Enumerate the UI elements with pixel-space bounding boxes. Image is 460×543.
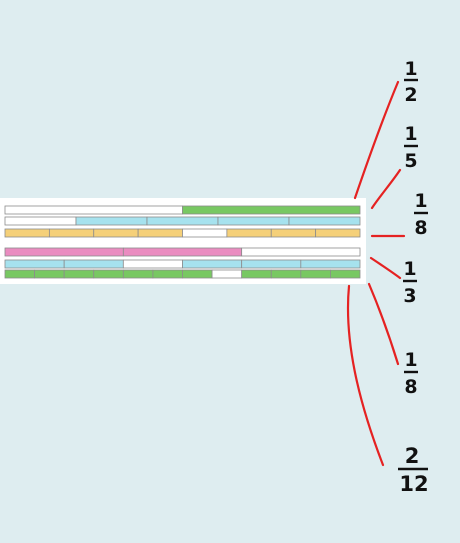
connector-line xyxy=(367,282,400,366)
fraction-denominator: 12 xyxy=(399,472,428,496)
fraction-strip xyxy=(4,247,361,257)
fraction-label-6: 2 12 xyxy=(398,444,429,496)
fraction-numerator: 1 xyxy=(404,123,417,145)
strip-segment-filled xyxy=(93,228,139,238)
strip-segment-empty xyxy=(4,205,183,215)
strip-segment-filled xyxy=(152,269,183,279)
strip-segment-filled xyxy=(226,228,272,238)
fraction-strip xyxy=(4,205,361,215)
fraction-label-2: 1 5 xyxy=(404,123,418,172)
strip-segment-empty xyxy=(122,259,183,269)
fraction-label-5: 1 8 xyxy=(404,349,418,398)
strip-segment-filled xyxy=(241,269,272,279)
fraction-strip xyxy=(4,216,361,226)
strip-segment-filled xyxy=(270,228,317,238)
strip-segment-filled xyxy=(63,259,124,269)
strip-segment-empty xyxy=(182,228,228,238)
strip-segment-empty xyxy=(211,269,243,279)
fraction-numerator: 1 xyxy=(414,190,427,212)
strip-segment-filled xyxy=(217,216,290,226)
strip-segment-filled xyxy=(63,269,95,279)
strip-segment-filled xyxy=(75,216,148,226)
fraction-denominator: 2 xyxy=(404,84,417,106)
fraction-numerator: 1 xyxy=(403,258,416,280)
strip-segment-filled xyxy=(288,216,361,226)
fraction-label-3: 1 8 xyxy=(414,190,428,239)
strip-segment-filled xyxy=(315,228,361,238)
strip-segment-filled xyxy=(182,269,213,279)
strip-segment-filled xyxy=(4,269,35,279)
fraction-strip xyxy=(4,259,361,269)
fraction-numerator: 2 xyxy=(405,444,420,468)
strip-segment-filled xyxy=(4,247,124,257)
strip-segment-filled xyxy=(93,269,124,279)
strip-segment-filled xyxy=(300,259,361,269)
fraction-denominator: 3 xyxy=(403,285,416,307)
strip-segment-empty xyxy=(4,216,77,226)
strip-segment-filled xyxy=(137,228,183,238)
strip-segment-filled xyxy=(4,228,50,238)
fraction-denominator: 8 xyxy=(404,376,417,398)
strip-segment-filled xyxy=(182,205,361,215)
strip-segment-filled xyxy=(330,269,361,279)
strip-segment-filled xyxy=(122,247,243,257)
fraction-denominator: 8 xyxy=(414,217,427,239)
fraction-strip xyxy=(4,228,361,238)
fraction-strips xyxy=(4,205,361,279)
strip-segment-filled xyxy=(122,269,154,279)
connector-lines xyxy=(346,80,406,467)
fraction-numerator: 1 xyxy=(404,349,417,371)
strip-segment-filled xyxy=(146,216,219,226)
fraction-label-4: 1 3 xyxy=(403,258,417,307)
strip-segment-filled xyxy=(241,259,302,269)
fraction-numerator: 1 xyxy=(404,58,417,80)
connector-line xyxy=(370,168,402,210)
strip-segment-empty xyxy=(241,247,361,257)
strip-segment-filled xyxy=(34,269,65,279)
fraction-label-1: 1 2 xyxy=(404,58,418,106)
fraction-denominator: 5 xyxy=(404,150,417,172)
strip-segment-filled xyxy=(270,269,302,279)
strip-segment-filled xyxy=(182,259,243,269)
strip-segment-filled xyxy=(4,259,65,269)
fraction-strip xyxy=(4,269,361,279)
connector-line xyxy=(346,284,385,467)
strip-segment-filled xyxy=(48,228,95,238)
connector-line xyxy=(369,256,402,280)
connector-line xyxy=(353,80,400,200)
strip-segment-filled xyxy=(300,269,331,279)
